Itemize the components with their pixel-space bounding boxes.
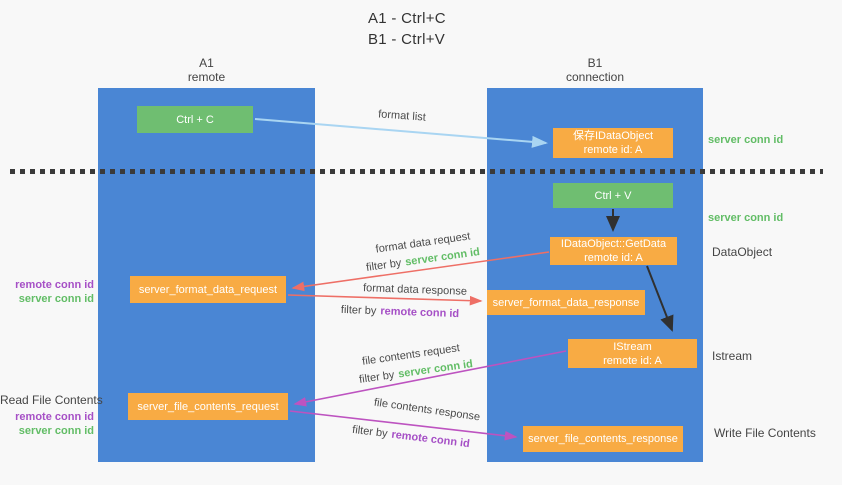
title-line-1: A1 - Ctrl+C: [368, 10, 446, 27]
filter-by-text: filter by: [358, 369, 396, 386]
box-istream-line1: IStream: [613, 340, 652, 353]
label-file-contents-response: file contents response: [373, 396, 481, 424]
left-server-conn-id-1: server conn id: [18, 293, 94, 305]
lane-header-b1: B1 connection: [487, 56, 703, 84]
box-ctrl-v-label: Ctrl + V: [594, 189, 632, 202]
server-conn-id-text: server conn id: [397, 358, 474, 381]
box-getdata-line2: remote id: A: [584, 252, 643, 264]
left-remote-conn-id-2: remote conn id: [15, 411, 94, 423]
filter-by-text: filter by: [340, 303, 377, 318]
box-save-dataobject: 保存IDataObject remote id: A: [553, 128, 673, 158]
box-file-response-label: server_file_contents_response: [528, 433, 678, 445]
box-ctrl-c-label: Ctrl + C: [176, 113, 214, 126]
left-server-conn-id-2: server conn id: [18, 425, 94, 437]
right-write-file-contents-label: Write File Contents: [714, 426, 816, 440]
title-line-2: B1 - Ctrl+V: [368, 31, 446, 48]
right-istream-label: Istream: [712, 349, 753, 363]
filter-by-text: filter by: [365, 257, 403, 274]
dotted-divider: [10, 169, 823, 174]
left-read-file-contents-label: Read File Contents: [0, 393, 103, 407]
lane-b1-name: B1: [587, 56, 603, 70]
box-format-response-label: server_format_data_response: [492, 296, 640, 309]
remote-conn-id-text: remote conn id: [380, 305, 460, 321]
right-server-conn-id-2: server conn id: [708, 212, 784, 224]
box-getdata-line1: IDataObject::GetData: [560, 238, 667, 250]
box-file-request: server_file_contents_request: [128, 393, 288, 420]
lane-header-a1: A1 remote: [98, 56, 315, 84]
box-format-request: server_format_data_request: [130, 276, 286, 303]
box-save-dataobject-line2: remote id: A: [583, 144, 643, 156]
diagram-title: A1 - Ctrl+C B1 - Ctrl+V: [368, 8, 446, 50]
filter-by-text: filter by: [351, 423, 389, 441]
box-file-response: server_file_contents_response: [523, 426, 683, 452]
left-remote-conn-id-1: remote conn id: [15, 279, 94, 291]
box-save-dataobject-line1: 保存IDataObject: [572, 130, 654, 142]
box-ctrl-v: Ctrl + V: [553, 183, 673, 208]
lane-a1-name: A1: [199, 56, 214, 70]
box-istream-line2: remote id: A: [603, 354, 662, 367]
label-format-list: format list: [377, 108, 427, 124]
box-ctrl-c: Ctrl + C: [137, 106, 253, 133]
box-format-request-label: server_format_data_request: [138, 283, 278, 296]
right-dataobject-label: DataObject: [712, 245, 773, 259]
box-file-request-label: server_file_contents_request: [137, 400, 279, 413]
remote-conn-id-text: remote conn id: [390, 428, 471, 451]
label-format-data-response: format data response: [362, 282, 468, 298]
right-server-conn-id-1: server conn id: [708, 134, 784, 146]
box-format-response: server_format_data_response: [487, 290, 645, 315]
lane-a1-role: remote: [187, 70, 226, 84]
lane-b1-role: connection: [565, 70, 625, 84]
box-istream: IStream remote id: A: [568, 339, 697, 368]
box-getdata: IDataObject::GetData remote id: A: [550, 237, 677, 265]
